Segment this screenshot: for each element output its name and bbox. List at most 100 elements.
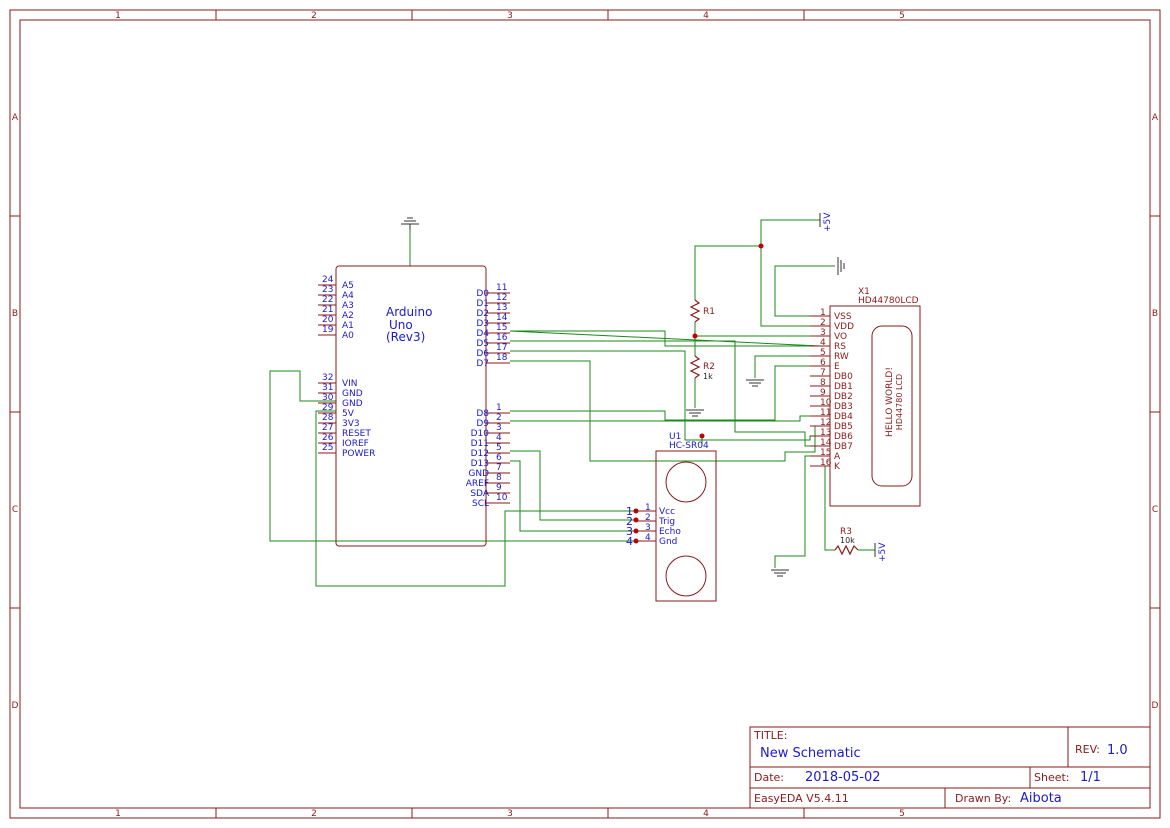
ground-symbols: [401, 217, 845, 577]
pin-number: 13: [820, 428, 831, 438]
pin-number: 11: [820, 408, 831, 418]
sensor-part: HC-SR04: [669, 441, 709, 451]
pin-name: DB0: [834, 372, 853, 382]
pin-number: 1: [496, 403, 502, 413]
pin-number: 3: [820, 328, 826, 338]
pin-name: VSS: [834, 312, 852, 322]
drawn-label: Drawn By:: [955, 792, 1011, 805]
pin-number: 16: [496, 333, 508, 343]
pin-number: 13: [496, 303, 507, 313]
pin-number: 15: [820, 448, 831, 458]
frame-row-label: D: [1152, 701, 1159, 711]
pin-number: 2: [645, 513, 651, 523]
pin-number: 20: [322, 315, 334, 325]
rev-value: 1.0: [1107, 743, 1128, 758]
frame-col-label: 4: [703, 11, 709, 21]
vcc-label: +5V: [878, 542, 888, 562]
date-label: Date:: [754, 771, 784, 784]
frame-row-label: B: [12, 309, 18, 319]
net-label: 1: [626, 505, 633, 518]
pin-name: D0: [476, 289, 489, 299]
pin-number: 5: [820, 348, 826, 358]
pin-number: 15: [496, 323, 507, 333]
pin-number: 26: [322, 433, 334, 443]
title-block: TITLE: New Schematic REV: 1.0 Date: 2018…: [749, 726, 1151, 809]
pin-number: 21: [322, 305, 333, 315]
tool-text: EasyEDA V5.4.11: [754, 792, 849, 805]
pin-number: 7: [496, 463, 502, 473]
rev-label: REV:: [1075, 743, 1100, 756]
resistor-value: 10k: [840, 536, 855, 545]
pin-name: GND: [468, 469, 489, 479]
pin-number: 8: [820, 378, 826, 388]
ground-icon: [837, 257, 845, 275]
pin-number: 1: [645, 503, 651, 513]
pin-name: A4: [342, 291, 354, 301]
pin-name: DB6: [834, 432, 853, 442]
frame-col-label: 5: [899, 809, 905, 819]
vcc-label: +5V: [823, 212, 833, 232]
lcd-ref: X1: [858, 287, 870, 297]
pin-number: 12: [496, 293, 507, 303]
pin-number: 6: [820, 358, 826, 368]
pin-number: 4: [820, 338, 826, 348]
sheet-label: Sheet:: [1034, 771, 1070, 784]
pin-number: 2: [496, 413, 502, 423]
resistor-r1[interactable]: R1: [689, 299, 715, 323]
pin-name: A: [834, 452, 841, 462]
pin-name: D3: [476, 319, 489, 329]
resistor-ref: R3: [840, 527, 852, 537]
pin-number: 10: [496, 493, 508, 503]
arduino-uno[interactable]: Arduino Uno (Rev3) 24A523A422A321A220A11…: [318, 265, 510, 547]
ground-icon: [746, 379, 764, 387]
pin-number: 16: [820, 458, 832, 468]
pin-name: SDA: [470, 489, 489, 499]
pin-number: 3: [496, 423, 502, 433]
pin-number: 17: [496, 343, 507, 353]
resistor-value: 1k: [703, 372, 713, 381]
pin-name: 5V: [342, 409, 355, 419]
pin-number: 28: [322, 413, 334, 423]
net-label: 3: [626, 525, 633, 538]
resistor-r2[interactable]: R2 1k: [689, 355, 715, 381]
pin-number: 6: [496, 453, 502, 463]
frame-col-label: 1: [115, 11, 121, 21]
frame-row-label: B: [1152, 309, 1158, 319]
pin-name: E: [834, 362, 840, 372]
pin-number: 19: [322, 325, 334, 335]
pin-number: 4: [496, 433, 502, 443]
pin-name: GND: [342, 389, 363, 399]
pin-name: Vcc: [659, 507, 675, 517]
pin-name: DB4: [834, 412, 853, 422]
pin-name: RESET: [342, 429, 371, 439]
pin-number: 14: [820, 438, 832, 448]
pin-name: A5: [342, 281, 354, 291]
pin-name: D11: [471, 439, 489, 449]
junctions: [633, 243, 764, 544]
pin-name: DB1: [834, 382, 853, 392]
pin-name: K: [834, 462, 841, 472]
resistor-r3[interactable]: R3 10k: [834, 527, 859, 556]
pin-number: 31: [322, 383, 333, 393]
arduino-model: Uno: [389, 318, 413, 332]
pin-name: POWER: [342, 449, 375, 459]
arduino-rev: (Rev3): [386, 330, 425, 344]
arduino-name: Arduino: [386, 305, 432, 319]
pin-number: 9: [496, 483, 502, 493]
pin-number: 32: [322, 373, 333, 383]
pin-number: 10: [820, 398, 832, 408]
pin-name: D1: [476, 299, 489, 309]
pin-number: 27: [322, 423, 333, 433]
pin-number: 30: [322, 393, 334, 403]
resistor-ref: R2: [703, 362, 715, 372]
pin-name: D9: [476, 419, 489, 429]
pin-number: 5: [496, 443, 502, 453]
frame-col-label: 4: [703, 809, 709, 819]
hd44780-lcd[interactable]: X1 HD44780LCD HELLO WORLD! HD44780 LCD 1…: [810, 287, 921, 507]
frame-col-label: 2: [311, 11, 317, 21]
ground-icon: [686, 409, 704, 417]
pin-number: 25: [322, 443, 333, 453]
pin-number: 3: [645, 523, 651, 533]
pin-number: 14: [496, 313, 508, 323]
